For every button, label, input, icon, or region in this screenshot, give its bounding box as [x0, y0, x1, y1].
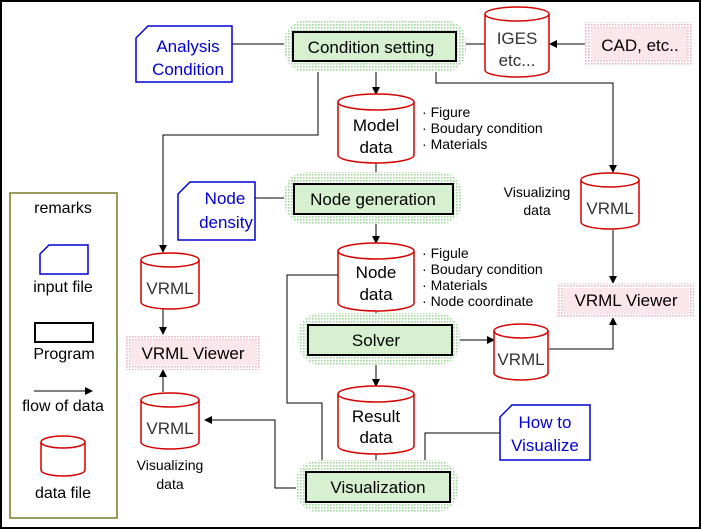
input-node-density: Node density: [177, 181, 256, 241]
visualizing-note-left: Visualizing data: [137, 457, 204, 492]
analysis-label-1: Analysis: [156, 37, 219, 56]
condition-setting-label: Condition setting: [308, 38, 435, 57]
program-visualization: Visualization: [296, 460, 458, 512]
legend-input-file-icon: [39, 244, 89, 275]
program-solver: Solver: [298, 313, 460, 365]
node-note-3: · Materials: [422, 277, 487, 293]
model-note-2: · Boudary condition: [422, 120, 543, 136]
iges-label-1: IGES: [497, 29, 538, 48]
model-notes: · Figure · Boudary condition · Materials: [422, 104, 543, 152]
node-density-label-1: Node: [205, 189, 246, 208]
datafile-vrml-left: VRML: [140, 252, 200, 310]
cad-box: CAD, etc..: [585, 22, 693, 66]
node-label-2: data: [359, 285, 393, 304]
legend-input-file-label: input file: [33, 279, 93, 296]
node-notes: · Figule · Boudary condition · Materials…: [422, 245, 543, 309]
datafile-vrml-left-bottom: VRML: [140, 392, 200, 450]
datafile-node: Node data: [337, 242, 415, 312]
vrml-viewer-right: VRML Viewer: [558, 283, 694, 318]
program-node-generation: Node generation: [284, 172, 462, 224]
legend-data-file-icon: [40, 435, 86, 477]
solver-label: Solver: [352, 331, 401, 350]
vrml-left-label: VRML: [146, 279, 193, 298]
vrml-viewer-right-label: VRML Viewer: [575, 291, 678, 310]
remarks-legend: remarks input file Program flow of data …: [9, 192, 118, 519]
visualizing-right-1: Visualizing: [504, 184, 571, 200]
vrml-right-bottom-label: VRML: [497, 350, 544, 369]
visualizing-left-2: data: [156, 476, 183, 492]
legend-program-label: Program: [33, 346, 94, 363]
remarks-title: remarks: [34, 200, 92, 217]
cad-label: CAD, etc..: [601, 36, 678, 55]
howto-label-1: How to: [519, 413, 572, 432]
node-note-4: · Node coordinate: [422, 293, 534, 309]
node-generation-label: Node generation: [310, 190, 436, 209]
visualizing-note-right: Visualizing data: [504, 184, 571, 218]
visualizing-right-2: data: [523, 202, 550, 218]
input-how-to-visualize: How to Visualize: [499, 404, 591, 461]
datafile-iges: IGES etc...: [484, 6, 550, 78]
vrml-viewer-left-label: VRML Viewer: [142, 344, 245, 363]
model-note-1: · Figure: [422, 104, 470, 120]
legend-flow-label: flow of data: [22, 398, 104, 415]
datafile-vrml-right: VRML: [580, 172, 640, 230]
vrml-left-bottom-label: VRML: [146, 419, 193, 438]
node-note-2: · Boudary condition: [422, 261, 543, 277]
howto-label-2: Visualize: [511, 436, 579, 455]
datafile-result: Result data: [337, 385, 415, 455]
vrml-viewer-left: VRML Viewer: [125, 335, 261, 370]
legend-data-file-label: data file: [35, 485, 91, 502]
analysis-label-2: Condition: [152, 60, 224, 79]
visualization-label: Visualization: [330, 478, 425, 497]
node-label-1: Node: [356, 263, 397, 282]
result-label-2: data: [359, 428, 393, 447]
iges-label-2: etc...: [499, 51, 536, 70]
legend-program-icon: [34, 322, 94, 343]
model-label-1: Model: [353, 116, 399, 135]
program-condition-setting: Condition setting: [284, 20, 466, 72]
node-note-1: · Figule: [422, 245, 469, 261]
vrml-right-label: VRML: [586, 199, 633, 218]
datafile-model: Model data: [337, 93, 415, 164]
datafile-vrml-right-bottom: VRML: [493, 323, 549, 381]
model-note-3: · Materials: [422, 136, 487, 152]
input-analysis-condition: Analysis Condition: [135, 25, 233, 83]
node-density-label-2: density: [199, 213, 253, 232]
visualizing-left-1: Visualizing: [137, 457, 204, 473]
model-label-2: data: [359, 138, 393, 157]
result-label-1: Result: [352, 407, 400, 426]
